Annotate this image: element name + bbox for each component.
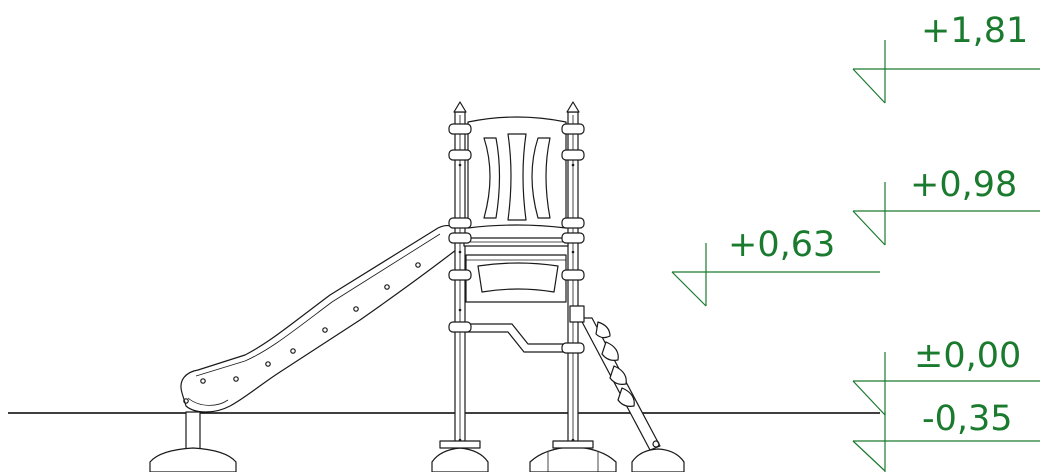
level-label: +0,98 xyxy=(910,165,1017,205)
handrail xyxy=(464,323,569,353)
foundations xyxy=(149,440,685,472)
level-marker-plus-0-98 xyxy=(852,182,1040,246)
foundation-slide xyxy=(149,447,237,472)
level-labels: +1,81 +0,98 +0,63 ±0,00 -0,35 xyxy=(728,11,1028,439)
platform xyxy=(463,237,569,247)
level-label: -0,35 xyxy=(922,399,1013,439)
level-marker-plus-1-81 xyxy=(852,40,1040,104)
level-markers xyxy=(671,40,1040,472)
foundation-right-post xyxy=(529,446,617,472)
level-label: ±0,00 xyxy=(914,336,1021,376)
foundation-left-post xyxy=(431,447,489,472)
post-clamps xyxy=(448,123,585,354)
level-label: +1,81 xyxy=(921,11,1028,51)
ladder xyxy=(569,305,661,451)
lower-panel xyxy=(465,254,567,303)
tower xyxy=(448,101,585,453)
level-marker-minus-0-35 xyxy=(852,412,1040,472)
foundation-ladder xyxy=(631,448,685,472)
top-panel xyxy=(467,116,567,229)
level-marker-plus-minus-0-00 xyxy=(852,352,1040,416)
slide xyxy=(180,225,459,453)
level-marker-plus-0-63 xyxy=(671,243,880,307)
slide-support-post xyxy=(185,411,201,453)
level-label: +0,63 xyxy=(728,225,835,265)
slide-bolts xyxy=(183,262,421,404)
